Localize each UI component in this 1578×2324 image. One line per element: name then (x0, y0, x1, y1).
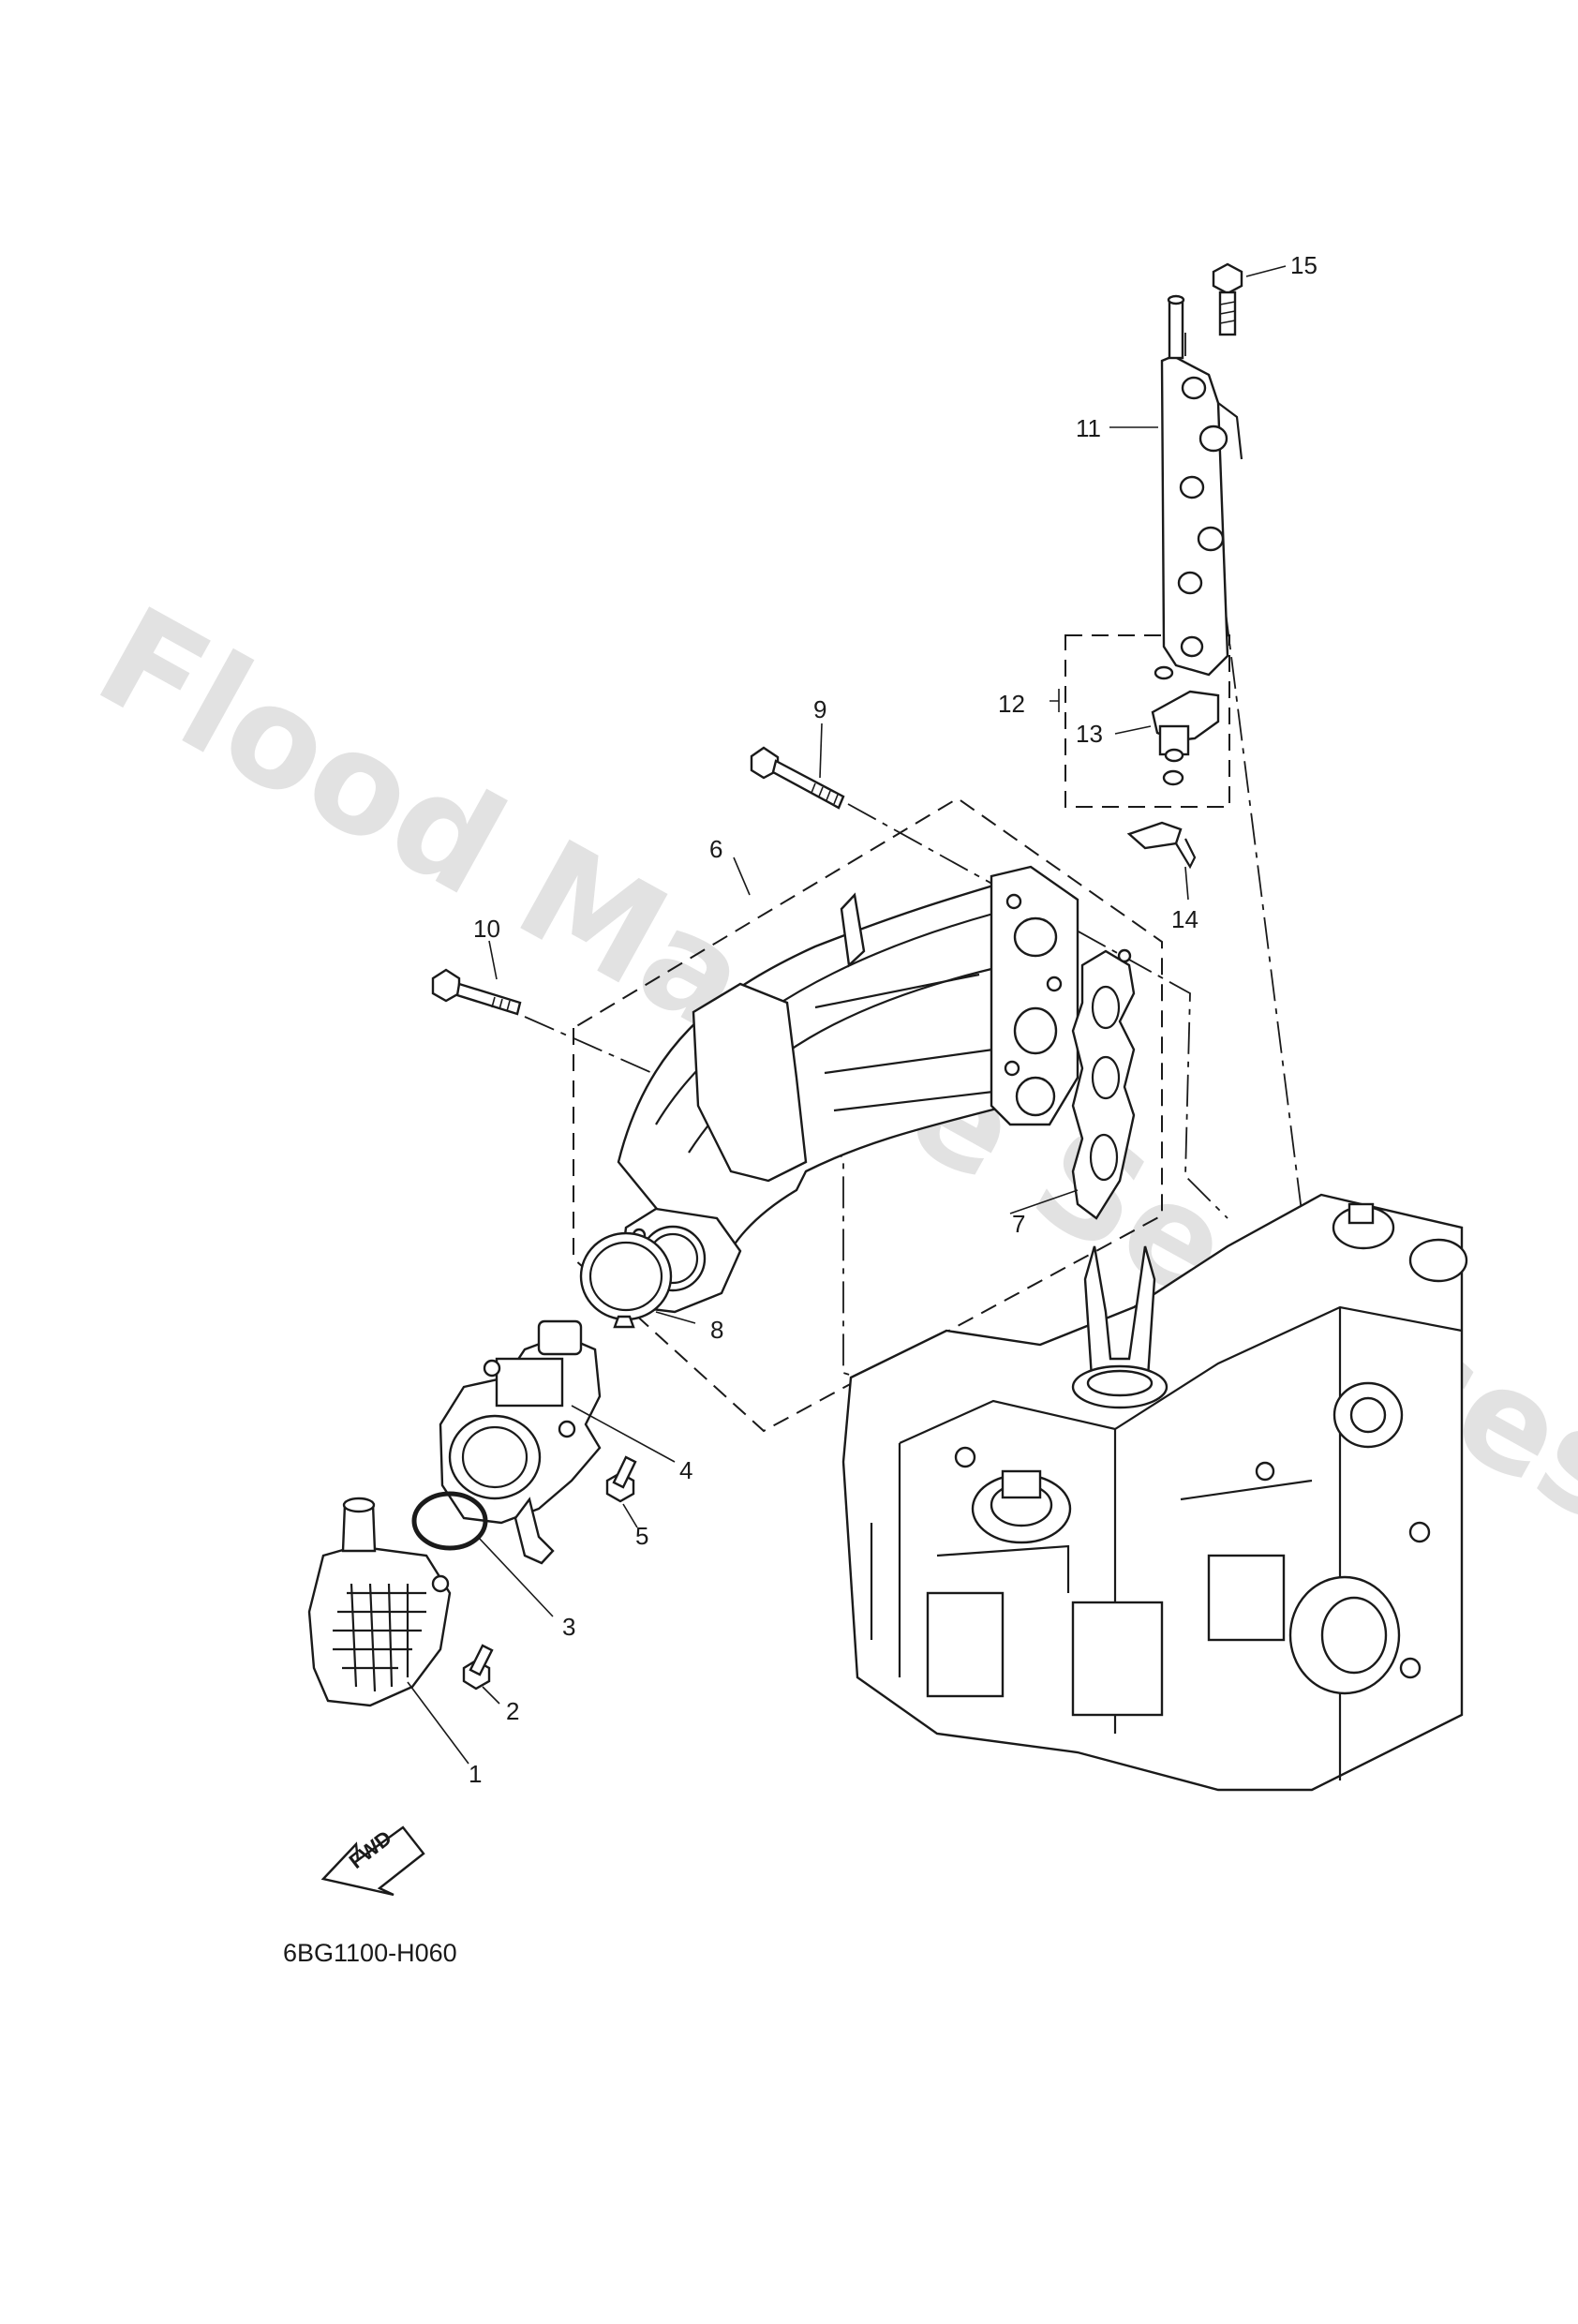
callout-1: 1 (469, 1760, 482, 1788)
callout-6: 6 (709, 835, 722, 863)
callout-2: 2 (506, 1697, 519, 1725)
callout-4: 4 (679, 1456, 692, 1484)
bolt-15 (1212, 262, 1243, 336)
manifold-gasket (1071, 948, 1136, 1220)
intake-manifold (617, 865, 1079, 1314)
fuel-rail (1160, 294, 1243, 677)
intake-silencer (307, 1497, 452, 1707)
diagram-code: 6BG1100-H060 (283, 1939, 457, 1967)
throttle-body-gasket (579, 1231, 673, 1329)
fwd-arrow: FWD (320, 1825, 425, 1897)
callout-5: 5 (635, 1522, 648, 1550)
bolt-10 (431, 968, 522, 1016)
engine-block (841, 1193, 1468, 1792)
bolt-9 (750, 746, 845, 810)
callout-12: 12 (998, 690, 1025, 718)
callouts: 1 2 3 4 5 6 7 8 9 10 11 12 13 14 15 (469, 251, 1317, 1788)
callout-10: 10 (473, 915, 500, 943)
screw-2 (462, 1644, 494, 1691)
throttle-body (439, 1319, 602, 1565)
callout-8: 8 (710, 1316, 723, 1344)
screw-5 (605, 1455, 637, 1503)
callout-11: 11 (1076, 414, 1101, 442)
sensor-group-outline (1064, 634, 1230, 808)
pressure-sensor (1151, 665, 1220, 786)
callout-13: 13 (1076, 720, 1103, 748)
callout-14: 14 (1171, 905, 1198, 933)
o-ring (411, 1491, 488, 1551)
callout-9: 9 (813, 695, 826, 723)
clip-14 (1126, 821, 1197, 870)
callout-15: 15 (1290, 251, 1317, 279)
callout-3: 3 (562, 1613, 575, 1641)
callout-7: 7 (1012, 1210, 1025, 1238)
leader-lines (407, 265, 1287, 1765)
